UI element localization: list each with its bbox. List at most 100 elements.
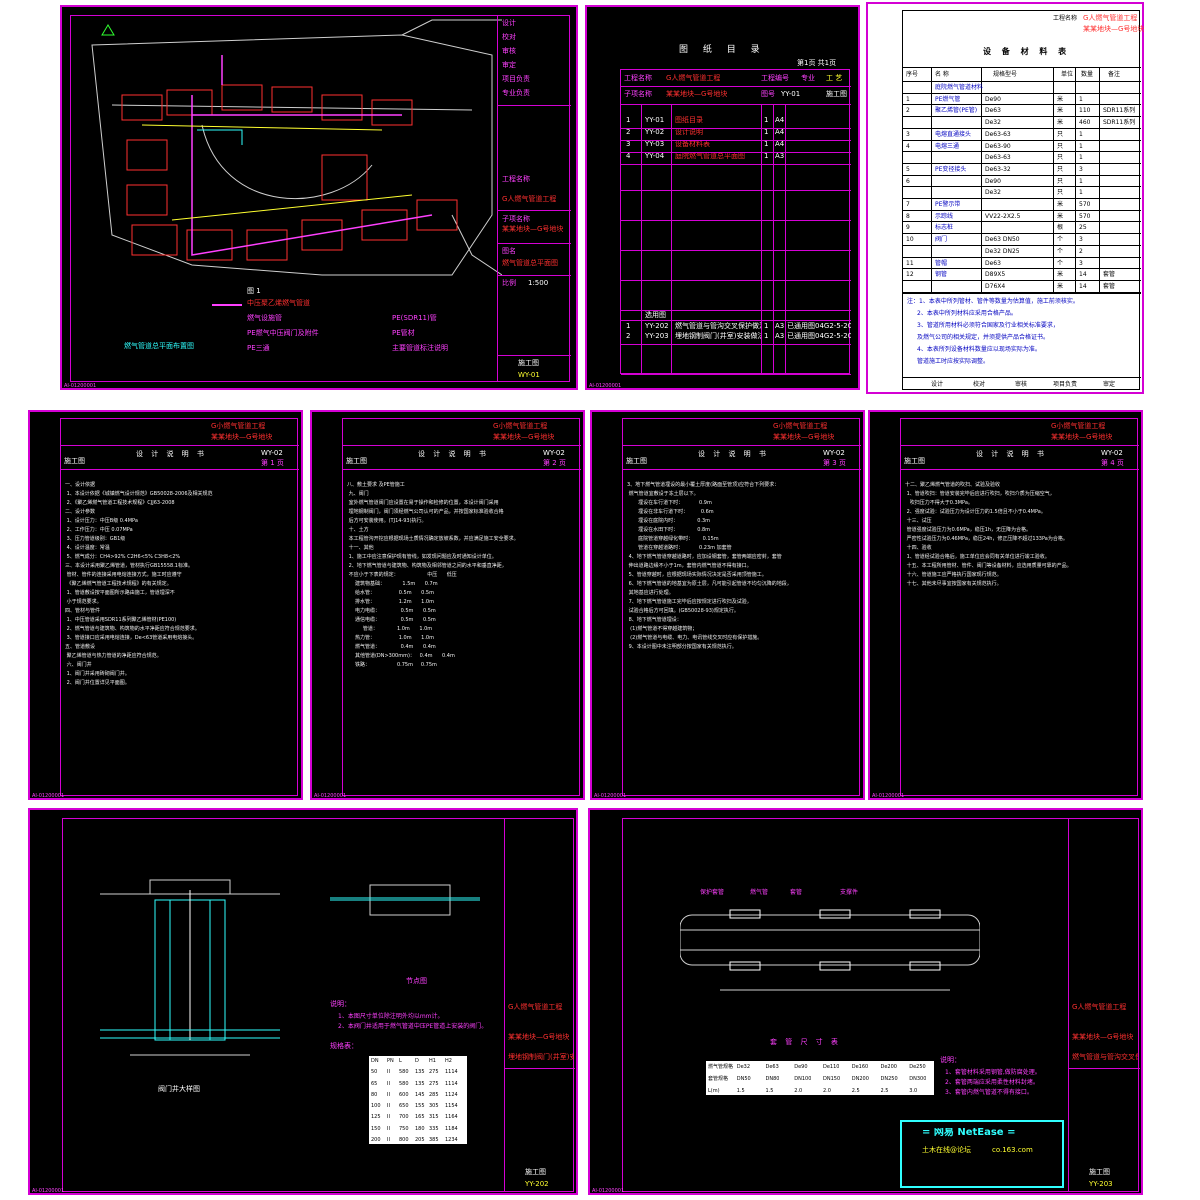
pit-table-cell: 155	[415, 1103, 425, 1109]
pit-table-cell: 1114	[445, 1069, 458, 1076]
pit-table-cell: II	[387, 1080, 390, 1087]
material-table: 工程名称 G人燃气管道工程 某某地块—G号地块 设 备 材 料 表 序号 名 称…	[902, 10, 1144, 390]
index-row: 4	[626, 152, 631, 160]
casing-table-cell: DN50	[736, 1076, 751, 1082]
pit-table-cell: II	[387, 1136, 390, 1143]
pit-table-cell: 1154	[445, 1103, 458, 1109]
pit-table-cell: 580	[399, 1069, 409, 1076]
material-cell: 只	[1057, 142, 1064, 150]
material-cell: 3	[1079, 165, 1083, 173]
casing-table-cell: De32	[736, 1064, 751, 1070]
material-cell: 个	[1057, 236, 1064, 244]
material-note: 3、管道所用材料必须符合国家及行业相关标准要求，	[917, 322, 1059, 329]
casing-table-cell: 1.5	[765, 1088, 774, 1094]
description-text: 八、敷土要求 及PE管施工 九、阀门 室外燃气管道阀门应设置在易于操作和检修的位…	[347, 482, 519, 668]
sheet-site-plan: 中压聚乙烯燃气管道 燃气设施管 PE燃气中压阀门及附件 PE三通 PE(SDR1…	[60, 5, 578, 390]
sheet-description-3: G小燃气管道工程 某某地块—G号地块 施工图 设 计 说 明 书 WY-02 第…	[590, 410, 865, 800]
pit-table-cell: 125	[371, 1114, 381, 1121]
material-cell: De90	[985, 177, 1001, 185]
casing-table-cell: 1.5	[736, 1088, 745, 1094]
material-cell: 14	[1079, 282, 1087, 290]
material-row-divider	[903, 198, 1141, 199]
material-note: 及燃气公司的相关规定，并须提供产品合格证书。	[917, 334, 1050, 341]
valve-pit-drawing	[100, 879, 280, 1056]
pit-table-cell: 80	[371, 1091, 378, 1098]
material-cell: De32 DN25	[985, 247, 1020, 255]
index-row: 2	[626, 128, 631, 136]
material-cell: 米	[1057, 95, 1064, 103]
casing-table-cell: DN80	[765, 1076, 780, 1082]
material-note: 注：1、本表中所列管材、管件等数量为估算值，施工前须核实。	[907, 298, 1079, 305]
material-cell: De63-32	[985, 165, 1011, 173]
material-cell: SDR11系列	[1103, 119, 1136, 127]
material-cell: De90	[985, 95, 1001, 103]
casing-label: 燃气管	[750, 889, 769, 896]
sheet-corner-label: AI-01200001	[589, 383, 622, 389]
casing-table-cell: De200	[880, 1064, 897, 1070]
pit-table-cell: 305	[429, 1103, 439, 1109]
material-cell: 1	[1079, 130, 1083, 138]
material-cell: 米	[1057, 119, 1064, 127]
casing-table-cell: De250	[909, 1064, 926, 1070]
legend-item: 中压聚乙烯燃气管道	[247, 299, 310, 307]
pit-table-cell: 600	[399, 1091, 409, 1098]
casing-table-cell: 2.0	[823, 1088, 831, 1094]
index-title: 图 纸 目 录	[679, 45, 766, 55]
material-row-divider	[903, 233, 1141, 235]
material-cell: 米	[1057, 201, 1064, 208]
material-cell: 9	[906, 224, 910, 232]
material-cell: 管帽	[935, 259, 948, 267]
material-cell: 10	[906, 236, 914, 244]
pit-table-cell: 800	[399, 1136, 409, 1143]
material-cell: 3	[1079, 259, 1083, 267]
material-cell: 电熔三通	[935, 142, 960, 150]
pit-table-cell: 205	[415, 1136, 425, 1143]
material-notes: 注：1、本表中所列管材、管件等数量为估算值，施工前须核实。 2、本表中所列材料应采…	[907, 297, 1139, 377]
material-cell: De63-90	[985, 142, 1011, 150]
casing-drawing	[680, 909, 980, 991]
material-cell: De63	[985, 259, 1001, 267]
pit-table-cell: 650	[399, 1103, 409, 1109]
pit-table-cell: 700	[399, 1114, 409, 1121]
material-cell: 钢管	[935, 271, 948, 279]
pit-table-cell: 275	[429, 1069, 439, 1076]
material-row-divider	[903, 291, 1141, 293]
pit-table-cell: 315	[429, 1114, 439, 1121]
site-plan-drawing	[91, 19, 502, 276]
casing-table-cell: DN250	[880, 1076, 898, 1082]
material-cell: PE警示带	[935, 201, 961, 208]
valve-pit-title-block: G人燃气管道工程 某某地块—G号地块 埋地钢制阀门(井室)安装做法 施工图 YY…	[504, 818, 575, 1192]
material-cell: 14	[1079, 271, 1087, 279]
material-row-divider	[903, 209, 1141, 211]
pit-table-cell: 385	[429, 1136, 439, 1143]
material-cell: 1	[1079, 177, 1083, 185]
material-row-divider	[903, 279, 1141, 281]
ref-row: 1	[626, 322, 631, 330]
material-row-divider	[903, 139, 1141, 141]
material-cell: 标志桩	[935, 224, 954, 232]
material-cell: 米	[1057, 282, 1064, 290]
material-note: 2、本表中所列材料应采用合格产品。	[917, 310, 1017, 317]
material-cell: 5	[906, 165, 910, 173]
material-cell: De63 DN50	[985, 236, 1020, 244]
pit-table-header: DN	[371, 1058, 379, 1064]
material-cell: 聚乙烯管(PE管)	[935, 107, 978, 115]
material-row-divider	[903, 116, 1141, 118]
pit-table-cell: 335	[429, 1125, 439, 1132]
ref-title: 选用图	[645, 311, 666, 319]
material-note: 4、本表所列设备材料数量应以现场实际为准。	[917, 346, 1041, 353]
material-cell: De32	[985, 119, 1001, 127]
casing-table-cell: DN300	[909, 1076, 927, 1082]
casing-label: 保护套管	[700, 889, 725, 896]
sheet-valve-pit: 阀门井大样图 节点图 说明： 1、本图尺寸单位除注明外均以mm计。 2、本阀门井…	[28, 808, 578, 1195]
pit-table-header: H2	[445, 1058, 452, 1064]
casing-label: 支撑件	[840, 889, 859, 896]
material-cell: 示踪线	[935, 212, 954, 220]
material-row-divider	[903, 104, 1141, 106]
pit-table-cell: II	[387, 1091, 390, 1098]
material-cell: 个	[1057, 247, 1064, 255]
pit-table-cell: 150	[371, 1125, 381, 1132]
pit-table-cell: 165	[415, 1114, 425, 1121]
site-plan-caption: 燃气管道总平面布置图	[124, 342, 194, 350]
material-cell: 11	[906, 259, 914, 267]
